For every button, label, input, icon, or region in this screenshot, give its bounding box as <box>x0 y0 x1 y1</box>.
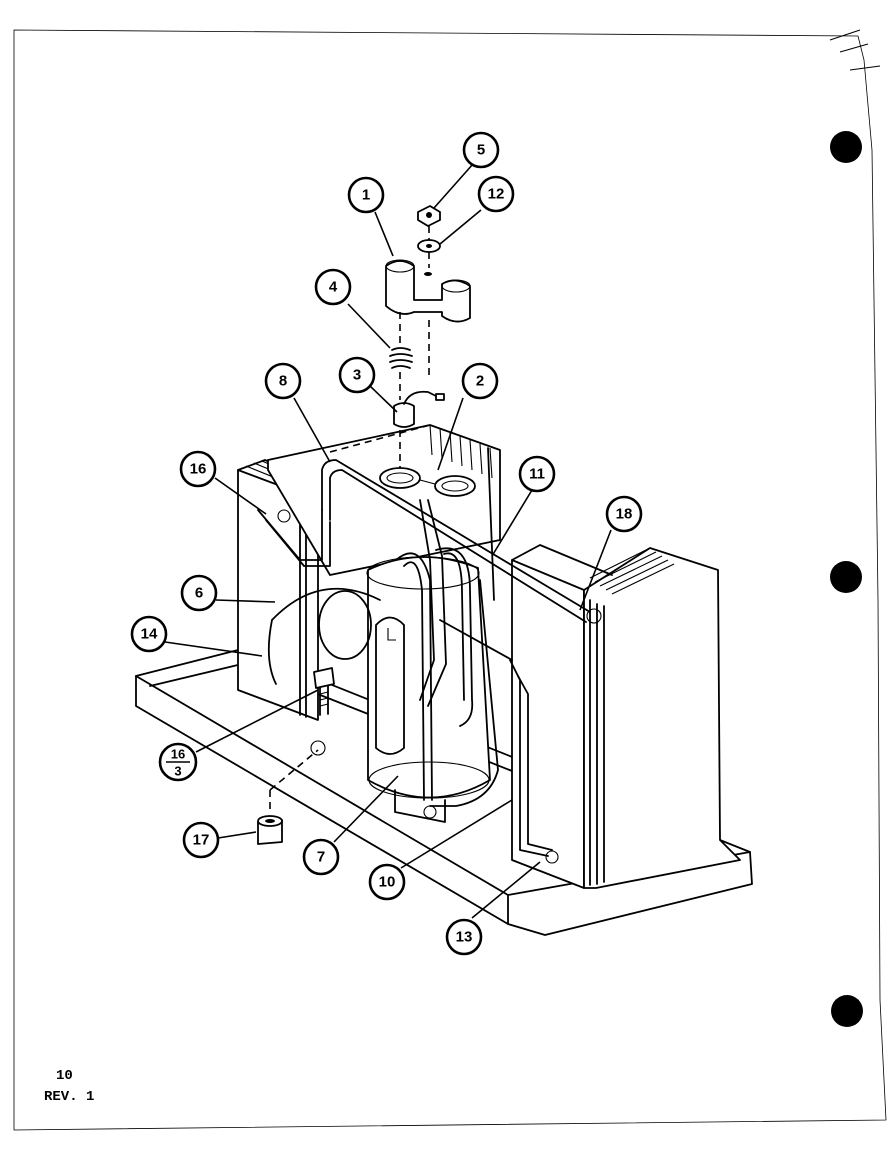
callout-6: 6 <box>180 574 218 612</box>
callout-13: 13 <box>445 918 483 956</box>
callout-16-label: 16 <box>190 461 207 478</box>
callout-16: 16 <box>179 450 217 488</box>
callout-4-label: 4 <box>329 279 338 296</box>
callout-10-label: 10 <box>379 874 396 891</box>
overload-protector <box>393 390 445 428</box>
callout-fraction: 16 3 <box>158 742 198 782</box>
callout-10: 10 <box>368 863 406 901</box>
nut <box>417 205 441 227</box>
binder-hole-middle <box>830 561 862 593</box>
callout-14-label: 14 <box>141 626 158 643</box>
leader-lines <box>164 163 612 919</box>
callout-7: 7 <box>302 838 340 876</box>
callout-5: 5 <box>462 131 500 169</box>
terminal-cover <box>385 259 471 323</box>
callout-2: 2 <box>461 362 499 400</box>
refrigerant-tubing <box>257 459 602 864</box>
washer <box>417 239 441 253</box>
callout-5-label: 5 <box>477 142 485 159</box>
callout-6-label: 6 <box>195 585 203 602</box>
clip-spring <box>389 347 413 369</box>
capillary-tube <box>267 587 381 685</box>
callout-4: 4 <box>314 268 352 306</box>
callout-7-label: 7 <box>317 849 325 866</box>
callout-17: 17 <box>182 821 220 859</box>
callout-12: 12 <box>477 175 515 213</box>
page-number: 10 <box>56 1068 73 1084</box>
grommet-dash-line <box>269 749 319 814</box>
callout-2-label: 2 <box>476 373 484 390</box>
revision-label: REV. 1 <box>44 1089 95 1105</box>
accumulator <box>375 616 405 755</box>
callout-fraction-denominator: 3 <box>174 764 181 779</box>
callout-fraction-numerator: 16 <box>171 747 185 762</box>
callout-17-label: 17 <box>193 832 210 849</box>
callout-8: 8 <box>264 362 302 400</box>
right-coil <box>511 544 741 889</box>
callout-1-label: 1 <box>362 187 370 204</box>
binder-hole-top <box>830 131 862 163</box>
callout-3: 3 <box>338 356 376 394</box>
scan-tick-top <box>829 29 881 71</box>
page-footer: 10 REV. 1 <box>44 1066 94 1108</box>
callout-13-label: 13 <box>456 929 473 946</box>
callout-3-label: 3 <box>353 367 361 384</box>
paper-edge <box>13 29 887 1131</box>
binder-hole-bottom <box>831 995 863 1027</box>
callout-12-label: 12 <box>488 186 505 203</box>
grommet <box>257 815 283 845</box>
callout-18: 18 <box>605 495 643 533</box>
mounting-bolt <box>313 667 335 716</box>
callout-1: 1 <box>347 176 385 214</box>
callout-18-label: 18 <box>616 506 633 523</box>
callout-11-label: 11 <box>529 466 545 483</box>
callout-14: 14 <box>130 615 168 653</box>
callout-8-label: 8 <box>279 373 287 390</box>
callout-11: 11 <box>518 455 556 493</box>
